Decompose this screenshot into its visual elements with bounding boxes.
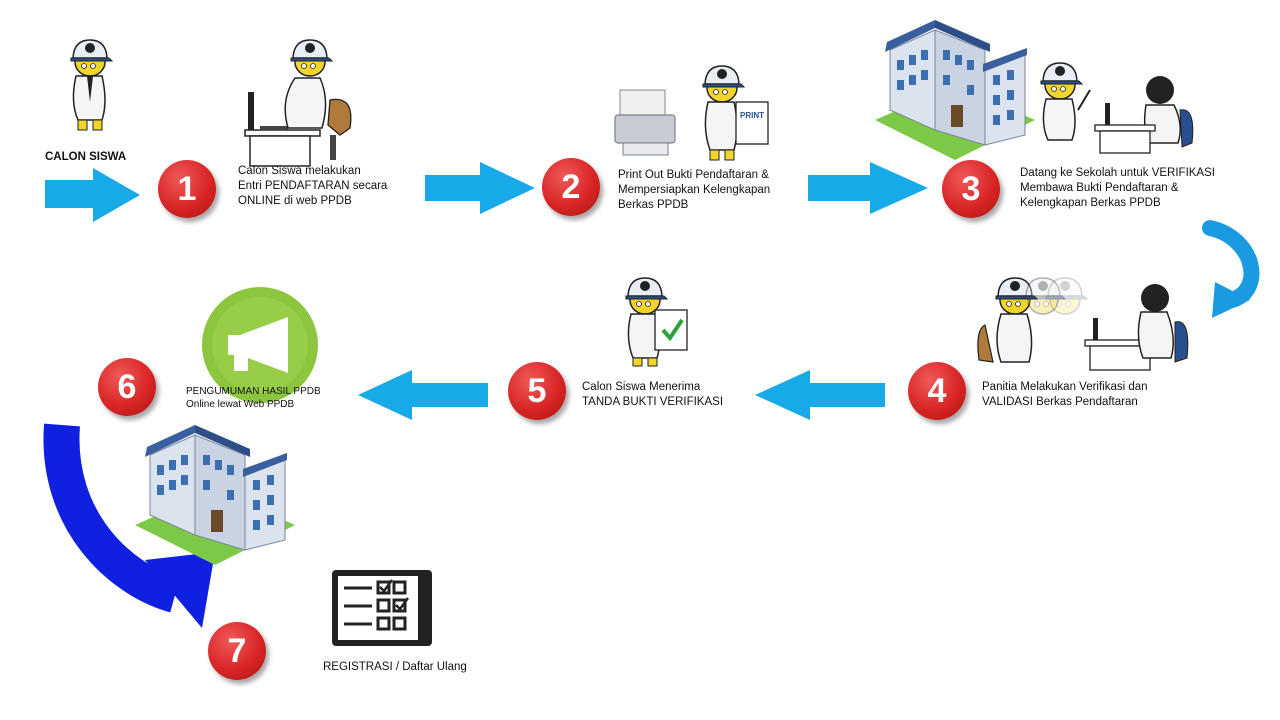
big-arrow-6-7 [43, 423, 215, 628]
step-1-text: Calon Siswa melakukan Entri PENDAFTARAN … [238, 164, 387, 209]
flow-arrow-start [45, 168, 140, 222]
step-6-text: PENGUMUMAN HASIL PPDB Online lewat Web P… [186, 385, 321, 411]
flow-arrow-5-6 [358, 370, 488, 420]
printer-icon [614, 89, 676, 156]
print-label: PRINT [740, 111, 764, 120]
step-2-line-1: Print Out Bukti Pendaftaran & [618, 169, 769, 181]
step-3-line-1: Datang ke Sekolah untuk VERIFIKASI [1020, 167, 1215, 179]
step-3-circle: 3 [942, 160, 1000, 218]
step-3-line-2: Membawa Bukti Pendaftaran & [1020, 182, 1179, 194]
step-2-circle: 2 [542, 158, 600, 216]
step-6-line-2: Online lewat Web PPDB [186, 399, 295, 410]
student-with-print-icon: PRINT [702, 65, 769, 161]
step-3-line-3: Kelengkapan Berkas PPDB [1020, 197, 1161, 209]
step-2-line-2: Mempersiapkan Kelengkapan [618, 184, 771, 196]
step-4-text: Panitia Melakukan Verifikasi dan VALIDAS… [982, 380, 1148, 410]
step-5-line-2: TANDA BUKTI VERIFIKASI [582, 396, 724, 408]
step-4-line-1: Panitia Melakukan Verifikasi dan [982, 381, 1148, 393]
step-3-text: Datang ke Sekolah untuk VERIFIKASI Memba… [1020, 166, 1215, 211]
step-5-text: Calon Siswa Menerima TANDA BUKTI VERIFIK… [582, 380, 723, 410]
step-5-circle: 5 [508, 362, 566, 420]
step-1-line-2: Entri PENDAFTARAN secara [238, 180, 388, 192]
school-building-icon [134, 424, 296, 566]
megaphone-icon [202, 287, 318, 403]
student-icon [1040, 62, 1091, 141]
step-2-line-3: Berkas PPDB [618, 199, 689, 211]
step-7-line-1: REGISTRASI / Daftar Ulang [323, 661, 467, 673]
step-5-line-1: Calon Siswa Menerima [582, 381, 701, 393]
student-checklist-icon [625, 277, 688, 367]
start-label: CALON SISWA [45, 151, 127, 163]
step-1-line-1: Calon Siswa melakukan [238, 165, 361, 177]
step-7-circle: 7 [208, 622, 266, 680]
officer-at-desk-icon [1094, 76, 1194, 154]
flow-arrow-1-2 [425, 162, 535, 214]
computer-desk-icon [244, 39, 352, 167]
verification-scene-icon [977, 277, 1189, 371]
step-6-circle: 6 [98, 358, 156, 416]
step-4-circle: 4 [908, 362, 966, 420]
student-icon [70, 39, 113, 131]
flow-arrow-4-5 [755, 370, 885, 420]
step-2-text: Print Out Bukti Pendaftaran & Mempersiap… [618, 168, 770, 213]
flow-arrow-2-3 [808, 162, 928, 214]
curved-arrow-3-4 [1202, 220, 1260, 318]
step-1-line-3: ONLINE di web PPDB [238, 195, 352, 207]
step-7-text: REGISTRASI / Daftar Ulang [323, 660, 467, 675]
step-1-circle: 1 [158, 160, 216, 218]
school-building-icon [874, 19, 1036, 161]
checklist-icon [332, 570, 432, 646]
step-6-line-1: PENGUMUMAN HASIL PPDB [186, 386, 321, 397]
step-4-line-2: VALIDASI Berkas Pendaftaran [982, 396, 1138, 408]
